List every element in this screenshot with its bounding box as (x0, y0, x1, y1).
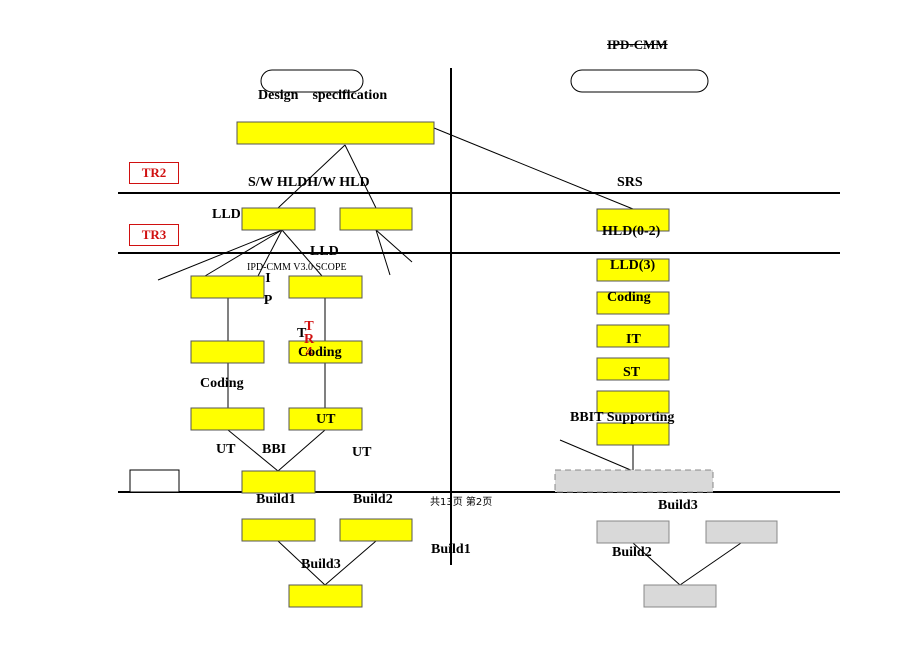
ip-letter-p: P (263, 293, 273, 308)
ut-label-box: UT (316, 412, 336, 427)
build1-label-center: Build1 (431, 542, 471, 557)
right-title: IPD-CMM (607, 37, 668, 52)
build3-label-right: Build3 (658, 498, 698, 513)
left-white-box (129, 469, 180, 493)
lld-label-2: LLD (310, 244, 339, 259)
ut-label-left: UT (216, 442, 236, 457)
it-box (596, 324, 670, 348)
right-rounded-header (570, 69, 709, 93)
lld-box-right (339, 207, 413, 231)
gray-boxes (554, 469, 778, 608)
bbi-label: BBI (262, 442, 287, 457)
build3-gray-box (643, 584, 717, 608)
bbit-box-2 (596, 422, 670, 446)
coding-box-left (190, 340, 265, 364)
page-footer: 共13页 第2页 (430, 497, 493, 508)
tr3-marker: TR3 (129, 224, 179, 246)
hld-label: HLD(0-2) (602, 224, 661, 239)
ip-box-right (288, 275, 363, 299)
tr4-vertical-label: T R 4 (303, 319, 315, 360)
build3-box-left (288, 584, 363, 608)
yellow-boxes (190, 121, 670, 608)
tr4-letter-t: T (304, 319, 314, 334)
ut-box-right (288, 407, 363, 431)
coding-label-left: Coding (200, 376, 244, 391)
build1-label: Build1 (256, 492, 296, 507)
tr4-letter-4: 4 (305, 345, 313, 360)
tr2-marker: TR2 (129, 162, 179, 184)
design-spec-label: Design specification (258, 88, 388, 103)
coding-box-rightside (596, 291, 670, 315)
srs-label: SRS (617, 175, 643, 190)
coding-label-right-box: Coding (298, 345, 342, 360)
bbit-label: BBIT Supporting (570, 410, 675, 425)
build2-box (339, 518, 413, 542)
build-gray-dashed-box (554, 469, 714, 493)
build3-label-left: Build3 (301, 557, 341, 572)
ip-letter-i: I (265, 271, 271, 286)
lld3-label: LLD(3) (610, 258, 656, 273)
it-label: IT (626, 332, 641, 347)
build1-box (241, 470, 316, 494)
lld3-box (596, 258, 670, 282)
build1b-box (241, 518, 316, 542)
t-label: T (297, 326, 307, 341)
st-label: ST (623, 365, 641, 380)
hld-box (596, 208, 670, 232)
ip-box-left (190, 275, 265, 299)
sw-hld-label: S/W HLDH/W HLD (248, 175, 370, 190)
coding-box-right (288, 340, 363, 364)
ut-label-right: UT (352, 445, 372, 460)
lld-label-1: LLD (212, 207, 241, 222)
design-spec-box (236, 121, 435, 145)
lld-box-left (241, 207, 316, 231)
scope-label: IPD-CMM V3.0 SCOPE (247, 262, 347, 273)
st-box (596, 357, 670, 381)
build2-label: Build2 (353, 492, 393, 507)
bbit-box (596, 390, 670, 414)
coding-label-rightside: Coding (607, 290, 651, 305)
build2-gray-box-right (705, 520, 778, 544)
ip-vertical-label: I P (262, 268, 274, 312)
build2-label-right: Build2 (612, 545, 652, 560)
left-rounded-header (260, 69, 364, 93)
connectors (157, 127, 742, 586)
tr4-letter-r: R (303, 332, 315, 347)
build2-gray-box-left (596, 520, 670, 544)
ut-box-left (190, 407, 265, 431)
